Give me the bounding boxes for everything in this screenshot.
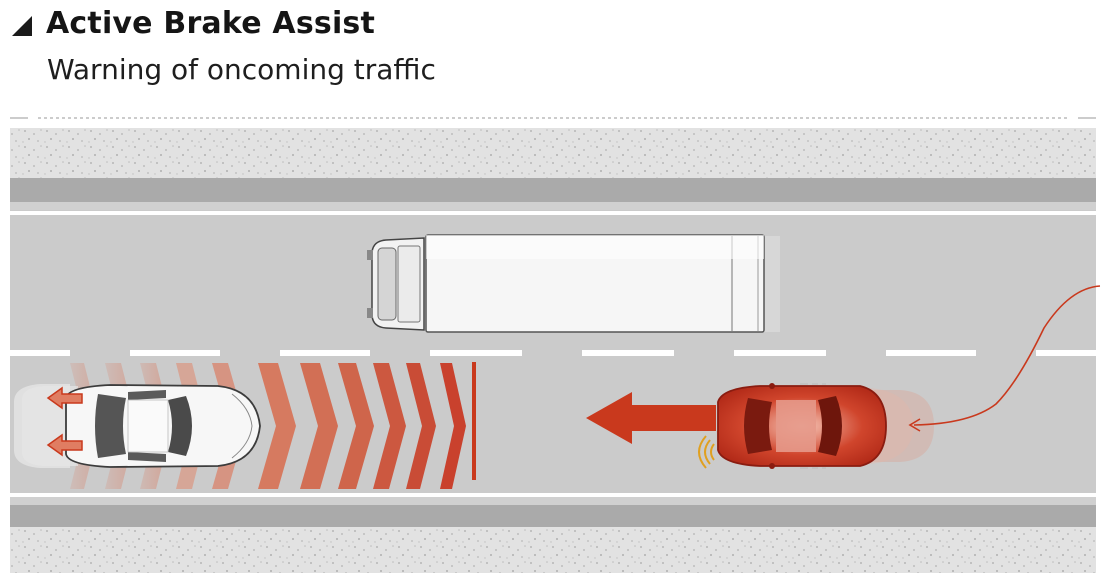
top-curb [10, 178, 1096, 202]
page-title: Active Brake Assist [46, 6, 376, 41]
trajectory-line [908, 285, 1101, 432]
truck [367, 234, 780, 333]
sensor-waves-icon [698, 435, 715, 469]
direction-arrow [586, 392, 716, 444]
brake-arrows [46, 386, 83, 457]
page-subtitle: Warning of oncoming traffic [47, 53, 436, 86]
road-scene-illustration [10, 117, 1101, 573]
top-shoulder [10, 128, 1096, 178]
title-row: Active Brake Assist [12, 6, 375, 41]
bottom-edge-line [10, 493, 1096, 497]
oncoming-car [717, 383, 934, 469]
motion-lines [800, 383, 826, 469]
header: Active Brake Assist Warning of oncoming … [0, 0, 1106, 100]
ego-car [14, 384, 261, 468]
bottom-shoulder [10, 527, 1096, 573]
center-lane-dashes [10, 350, 1096, 356]
triangle-marker-icon [12, 15, 32, 36]
top-edge-line [10, 211, 1096, 215]
bottom-curb [10, 505, 1096, 527]
